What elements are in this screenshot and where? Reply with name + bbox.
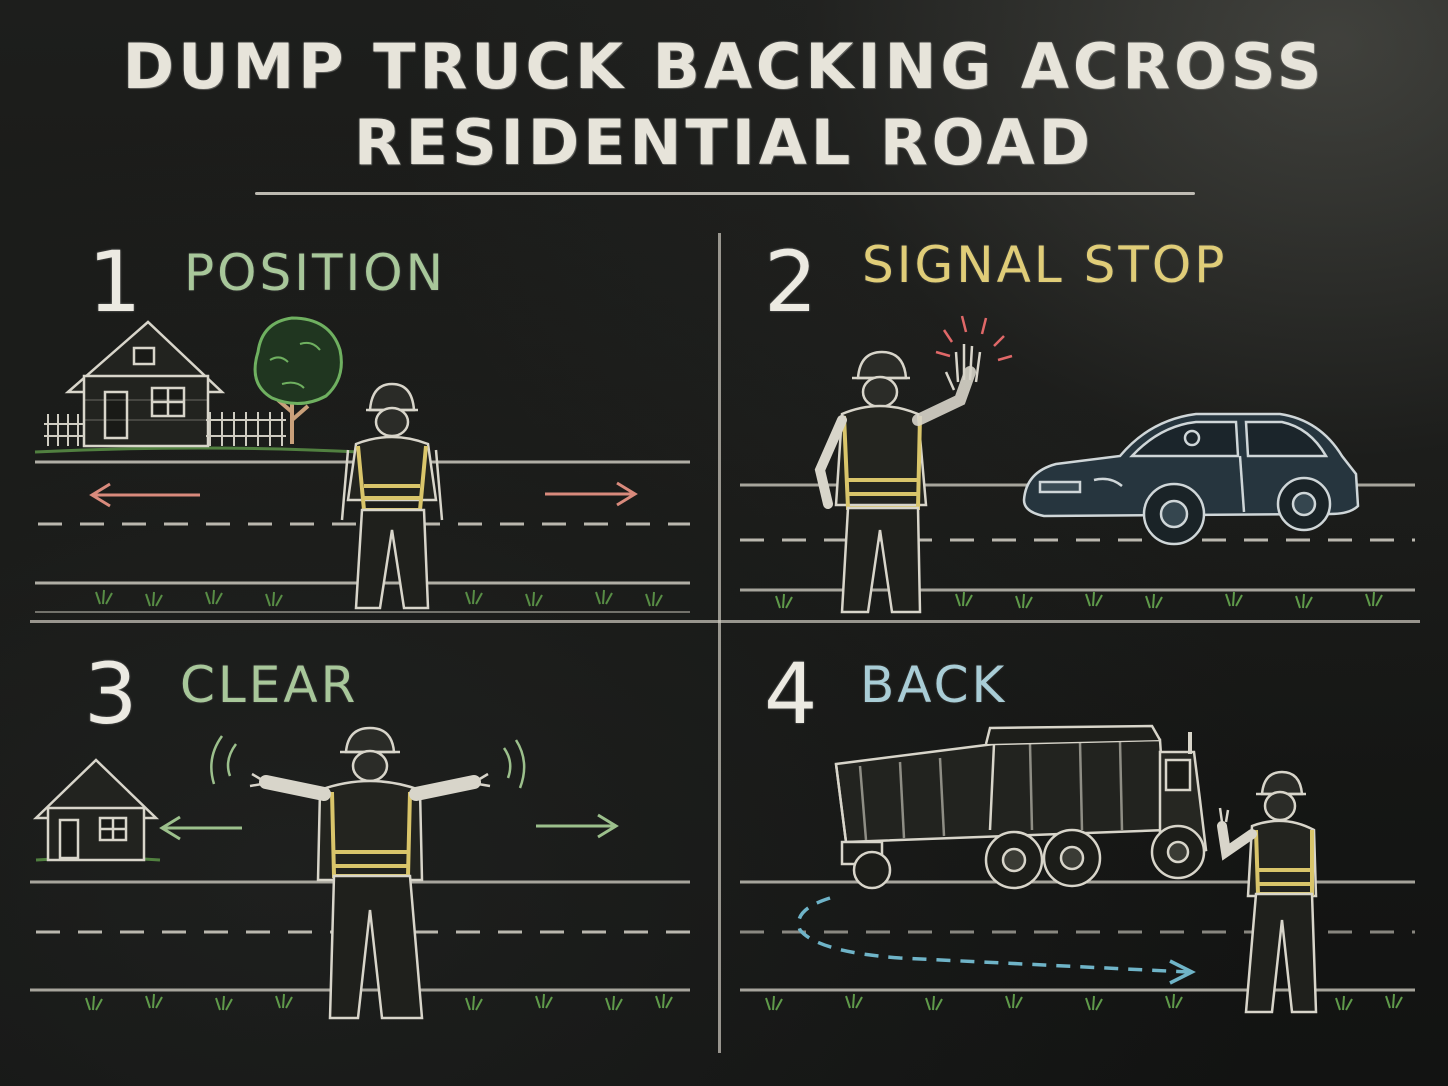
- panel-1-scene: [35, 318, 690, 612]
- flagger-worker-clear-icon: [250, 728, 490, 1018]
- grass-strip-top: [35, 448, 360, 452]
- car-icon: [1024, 414, 1358, 544]
- arrow-left-icon: [92, 484, 200, 506]
- arrow-left-icon: [162, 817, 242, 839]
- dump-truck-icon: [836, 726, 1206, 888]
- panel-3-scene: [30, 728, 690, 1018]
- arrow-right-icon: [545, 483, 635, 505]
- panel-2-scene: [740, 316, 1415, 612]
- tree-icon: [255, 318, 341, 444]
- flagger-worker-stop-icon: [820, 344, 980, 612]
- house-icon: [36, 760, 156, 860]
- signal-rays-icon: [936, 316, 1012, 360]
- arrow-right-icon: [536, 815, 616, 837]
- spotter-worker-icon: [1220, 772, 1316, 1012]
- panel-4-scene: [740, 726, 1415, 1012]
- flagger-worker-icon: [342, 384, 442, 608]
- backing-path-arrow-icon: [799, 898, 1188, 972]
- house-icon: [68, 322, 222, 446]
